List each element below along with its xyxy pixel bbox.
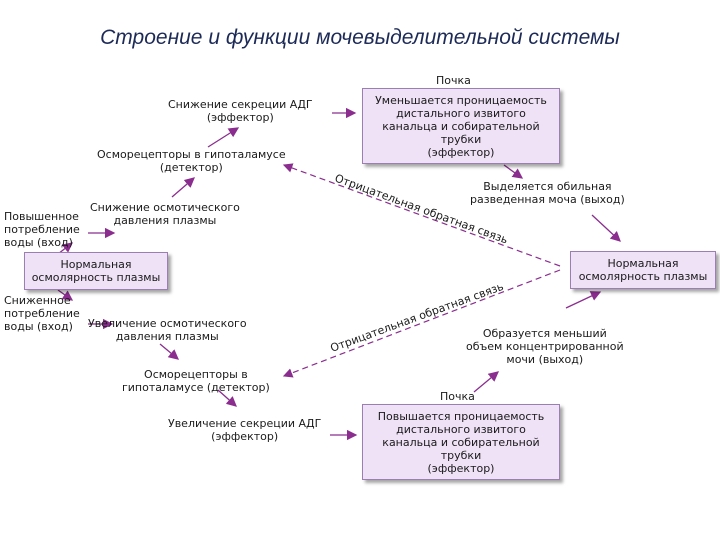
top-output-text: Выделяется обильная разведенная моча (вы… — [470, 180, 625, 206]
top-kidney-box: Уменьшается проницаемость дистального из… — [362, 88, 560, 164]
arrow-top-kidney-to-output — [503, 164, 524, 179]
top-adh-text: Снижение секреции АДГ (эффектор) — [168, 98, 313, 124]
bottom-adh-text: Увеличение секреции АДГ (эффектор) — [168, 417, 322, 443]
right-box-normal-osmolarity: Нормальная осмолярность плазмы — [570, 251, 716, 289]
page-title: Строение и функции мочевыделительной сис… — [100, 26, 620, 49]
left-box-normal-osmolarity: Нормальная осмолярность плазмы — [24, 252, 168, 290]
top-pressure-text: Снижение осмотического давления плазмы — [90, 201, 240, 227]
feedback-line-top — [282, 163, 561, 267]
arrow-top-pressure-to-osmo — [171, 177, 195, 198]
bottom-output-text: Образуется меньший объем концентрированн… — [466, 327, 624, 366]
arrow-bottom-kidney-to-output — [473, 371, 499, 393]
arrow-bottom-pressure-to-osmo — [159, 343, 179, 360]
bottom-pressure-text: Увеличение осмотического давления плазмы — [88, 317, 247, 343]
top-intake-text: Повышенное потребление воды (вход) — [4, 210, 80, 249]
arrow-top-output-to-rightbox — [591, 214, 621, 242]
arrow-bottom-osmo-to-adh — [217, 389, 237, 407]
bottom-osmoreceptors-text: Осморецепторы в гипоталамусе (детектор) — [122, 368, 270, 394]
arrow-bottom-output-to-rightbox — [565, 291, 602, 309]
bottom-kidney-label: Почка — [440, 390, 475, 403]
arrow-top-osmo-to-adh — [207, 127, 240, 148]
bottom-kidney-box: Повышается проницаемость дистального изв… — [362, 404, 560, 480]
top-osmoreceptors-text: Осморецепторы в гипоталамусе (детектор) — [97, 148, 286, 174]
bottom-intake-text: Сниженное потребление воды (вход) — [4, 294, 80, 333]
arrow-bottom-leftbox-to-intake — [57, 289, 74, 301]
top-kidney-label: Почка — [436, 74, 471, 87]
